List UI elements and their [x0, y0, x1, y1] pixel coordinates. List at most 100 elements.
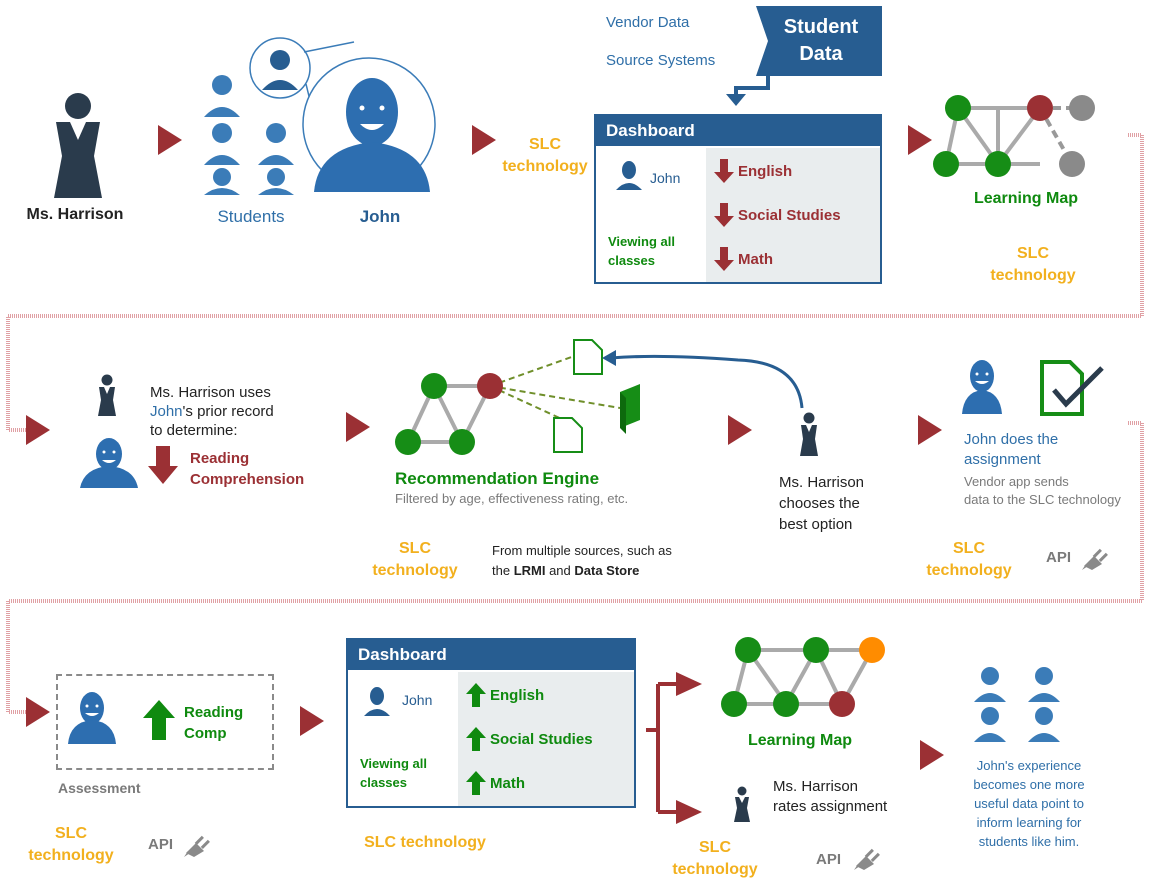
down-arrow-icon — [148, 446, 178, 484]
reading-comprehension-label: Reading Comprehension — [190, 450, 305, 488]
dashboard-subject-label: Math — [490, 774, 525, 792]
slc-technology-label: SLC technology — [672, 839, 758, 878]
source-systems-label: Source Systems — [606, 52, 716, 69]
dashboard-panel: Dashboard John Viewing all classes Engli… — [594, 114, 882, 284]
dashboard-title: Dashboard — [596, 116, 880, 146]
experience-text: John's experience becomes one more usefu… — [973, 758, 1085, 849]
sources-text: From multiple sources, such as the LRMI … — [492, 541, 672, 581]
viewing-all-classes-label: Viewing all classes — [608, 234, 675, 268]
assessment-box — [56, 674, 274, 770]
vendor-data-label: Vendor Data — [606, 14, 690, 31]
selection-arrow — [602, 350, 804, 409]
slc-technology-label: SLC technology — [364, 834, 486, 851]
learning-map-label: Learning Map — [973, 190, 1078, 207]
john-avatar-icon — [616, 161, 642, 190]
prior-record-text-pre: Ms. Harrison uses — [150, 384, 271, 401]
john-avatar-icon — [364, 687, 390, 716]
sources-pre: From multiple sources, such as the — [492, 543, 672, 578]
flow-arrow — [918, 415, 942, 445]
dashboard-subject-row: Math — [714, 246, 773, 272]
teacher-icon — [734, 786, 750, 822]
dashboard-john-label: John — [402, 692, 433, 708]
branch-arrows — [646, 672, 702, 824]
students-label: Students — [217, 207, 285, 226]
students-icon — [204, 75, 294, 195]
flow-arrow — [728, 415, 752, 445]
slc-technology-label: SLC technology — [926, 540, 1012, 579]
flow-arrow — [346, 412, 370, 442]
recommendation-engine-graph — [395, 339, 640, 455]
api-label: API — [816, 851, 842, 868]
down-arrow-icon — [714, 159, 734, 183]
slc-technology-label: SLC technology — [372, 540, 458, 579]
flow-arrow — [26, 415, 50, 445]
slc-technology-label: SLC technology — [28, 825, 114, 864]
dashboard-subject-row: English — [466, 682, 544, 708]
student-data-arrow — [726, 74, 770, 106]
dashboard-john-label: John — [650, 170, 681, 186]
flow-arrow — [158, 125, 182, 155]
dashboard-subject-row: English — [714, 158, 792, 184]
students-icon — [974, 667, 1060, 742]
john-avatar-icon — [68, 692, 116, 744]
teacher-icon — [98, 374, 116, 416]
flow-arrow — [300, 706, 324, 736]
john-does-assignment-text: John does the assignment — [964, 431, 1059, 468]
teacher-icon — [54, 93, 102, 198]
sources-and: and — [545, 563, 575, 578]
recommendation-engine-title: Recommendation Engine — [395, 469, 600, 488]
learning-map-graph — [933, 95, 1095, 177]
john-zoom-icon — [249, 37, 436, 192]
down-arrow-icon — [714, 247, 734, 271]
dashboard-panel: Dashboard John Viewing all classes Engli… — [346, 638, 636, 808]
dashboard-title: Dashboard — [348, 640, 634, 670]
data-store-label: Data Store — [574, 563, 640, 578]
slc-technology-label: SLC technology — [990, 245, 1076, 284]
chooses-best-option-text: Ms. Harrison chooses the best option — [779, 474, 865, 533]
rates-assignment-text: Ms. Harrison rates assignment — [773, 778, 888, 815]
teacher-icon — [800, 412, 818, 456]
flow-arrow — [908, 125, 932, 155]
up-arrow-icon — [466, 727, 486, 751]
down-arrow-icon — [714, 203, 734, 227]
plug-icon — [854, 848, 880, 870]
api-label: API — [148, 836, 174, 853]
dashboard-subject-row: Math — [466, 770, 525, 796]
recommendation-engine-subtitle: Filtered by age, effectiveness rating, e… — [395, 491, 629, 506]
api-label: API — [1046, 549, 1072, 566]
teacher-label: Ms. Harrison — [26, 206, 124, 223]
reading-comp-label: Reading Comp — [184, 704, 244, 742]
viewing-all-classes-label: Viewing all classes — [360, 756, 427, 790]
john-label: John — [359, 207, 401, 226]
dashboard-subjects — [706, 148, 880, 282]
flow-arrow — [26, 697, 50, 727]
assessment-label: Assessment — [58, 780, 141, 796]
dashboard-subjects — [458, 672, 634, 806]
prior-record-text-post: 's prior record to determine: — [150, 403, 274, 439]
learning-map-label: Learning Map — [747, 732, 852, 749]
student-data-box — [756, 6, 882, 76]
assignment-check-icon — [1040, 360, 1104, 416]
dashboard-subject-label: Social Studies — [738, 206, 841, 224]
flow-arrow — [472, 125, 496, 155]
prior-record-john: John — [150, 403, 183, 420]
slc-technology-label: SLC technology — [502, 136, 588, 175]
john-avatar-icon — [962, 360, 1002, 414]
dashboard-subject-label: Social Studies — [490, 730, 593, 748]
up-arrow-icon — [466, 683, 486, 707]
dashboard-subject-row: Social Studies — [714, 202, 841, 228]
up-arrow-icon — [143, 700, 175, 740]
up-arrow-icon — [466, 771, 486, 795]
dashboard-subject-label: English — [738, 162, 793, 180]
lrmi-label: LRMI — [513, 563, 546, 578]
plug-icon — [1082, 548, 1108, 570]
dashboard-subject-label: Math — [738, 250, 773, 268]
flow-arrow — [920, 740, 944, 770]
dashboard-subject-row: Social Studies — [466, 726, 593, 752]
vendor-sends-text: Vendor app sends data to the SLC technol… — [964, 474, 1121, 507]
john-avatar-icon — [80, 438, 138, 488]
learning-map-graph — [721, 637, 885, 717]
plug-icon — [184, 835, 210, 857]
dashboard-subject-label: English — [490, 686, 545, 704]
